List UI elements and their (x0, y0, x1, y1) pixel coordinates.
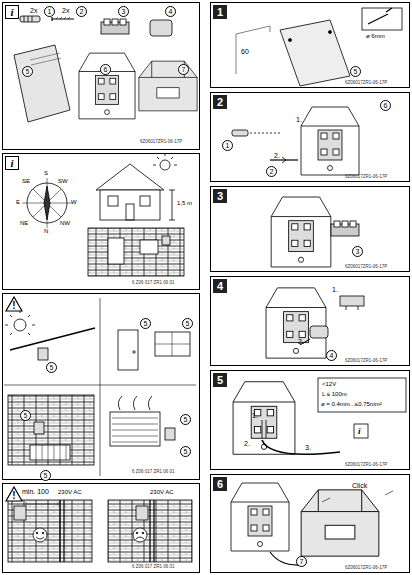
callout-number: 1 (44, 6, 55, 17)
step-number: 3 (213, 189, 227, 203)
callout-number: 5 (22, 66, 33, 77)
note-text: SE (22, 178, 30, 184)
note-text: 2x (30, 7, 37, 14)
drawing-code: 6Z06017ZR1-06-17P (345, 81, 387, 86)
callout-number: 6 (100, 64, 111, 75)
note-text: L ≤ 100m (322, 391, 347, 397)
note-text: 2. (298, 338, 304, 345)
note-text: 3. (305, 444, 311, 451)
note-text: 60 (240, 48, 250, 55)
note-text: 2. (244, 440, 250, 447)
drawing-code: 6 Z06 017 ZR1 06 01 (132, 470, 175, 475)
note-text: 1. (252, 412, 258, 419)
callout-number: 5 (140, 318, 151, 329)
note-text: ø 6mm (366, 33, 385, 39)
warning-symbol: ! (5, 490, 23, 501)
step-number: 6 (213, 477, 227, 491)
warning-panel: ! (2, 293, 200, 480)
note-text: 2x (62, 7, 69, 14)
step-number: 1 (213, 5, 227, 19)
note-text: ø = 0.4mm...≤0.75mm² (321, 401, 382, 407)
callout-number: 5 (40, 470, 51, 481)
drawing-code: 6Z06017ZR1-06-17P (345, 566, 387, 571)
note-text: Click (352, 482, 367, 489)
info-symbol: i (5, 156, 19, 170)
callout-number: 6 (380, 100, 391, 111)
callout-number: 5 (46, 362, 57, 373)
callout-number: 5 (182, 318, 193, 329)
callout-number: 4 (165, 6, 176, 17)
note-text: min. 100 (22, 488, 49, 495)
step-panel: 4 (210, 276, 410, 366)
note-text: S (44, 170, 48, 176)
warning-panel: ! (2, 483, 200, 573)
step-panel: 3 (210, 186, 410, 272)
note-text: NW (60, 220, 70, 226)
callout-number: 2 (266, 166, 277, 177)
callout-number: 5 (180, 446, 191, 457)
info-symbol: i (5, 5, 19, 19)
info-symbol: i (358, 427, 361, 436)
drawing-code: 6Z06017ZR1-06-17P (345, 359, 387, 364)
drawing-code: 6Z06017ZR1-06-17P (345, 265, 387, 270)
note-text: NE (20, 220, 28, 226)
callout-number: 7 (178, 64, 189, 75)
warning-icon: ! (5, 486, 23, 502)
callout-number: 5 (180, 414, 191, 425)
callout-number: 7 (296, 556, 307, 567)
warning-icon: ! (5, 296, 23, 312)
note-text: 230V AC (150, 489, 174, 495)
step-number: 2 (213, 95, 227, 109)
drawing-code: 6Z06017ZR1-06-17P (345, 175, 387, 180)
step-number: 4 (213, 279, 227, 293)
callout-number: 3 (352, 246, 363, 257)
drawing-code: 6Z06017ZR1-06-17P (345, 463, 387, 468)
note-text: E (16, 199, 20, 205)
warning-symbol: ! (5, 300, 23, 311)
note-text: 230V AC (58, 489, 82, 495)
callout-number: 1 (222, 140, 233, 151)
step-number: 5 (213, 373, 227, 387)
callout-number: 5 (20, 410, 31, 421)
note-text: SW (58, 178, 68, 184)
note-text: 1. (296, 116, 302, 123)
note-text: 2. (274, 152, 280, 159)
step-panel: 1 (210, 2, 410, 88)
note-text: <12V (322, 381, 336, 387)
info-panel: i (2, 153, 200, 290)
callout-number: 5 (350, 66, 361, 77)
callout-number: 4 (326, 350, 337, 361)
info-panel: i (2, 2, 200, 150)
callout-number: 3 (118, 6, 129, 17)
note-text: 1,5 m (176, 200, 193, 206)
step-panel: 6 (210, 474, 410, 573)
note-text: 1. (332, 286, 338, 293)
note-text: W (71, 199, 77, 205)
note-text: N (44, 228, 48, 234)
drawing-code: 6Z06017ZR1-06-17P (140, 140, 182, 145)
step-panel: 5 (210, 370, 410, 470)
drawing-code: 6 Z06 017 ZR1 06 01 (132, 281, 175, 286)
callout-number: 2 (76, 6, 87, 17)
drawing-code: 6 Z06 017 ZR1 06 01 (132, 565, 175, 570)
